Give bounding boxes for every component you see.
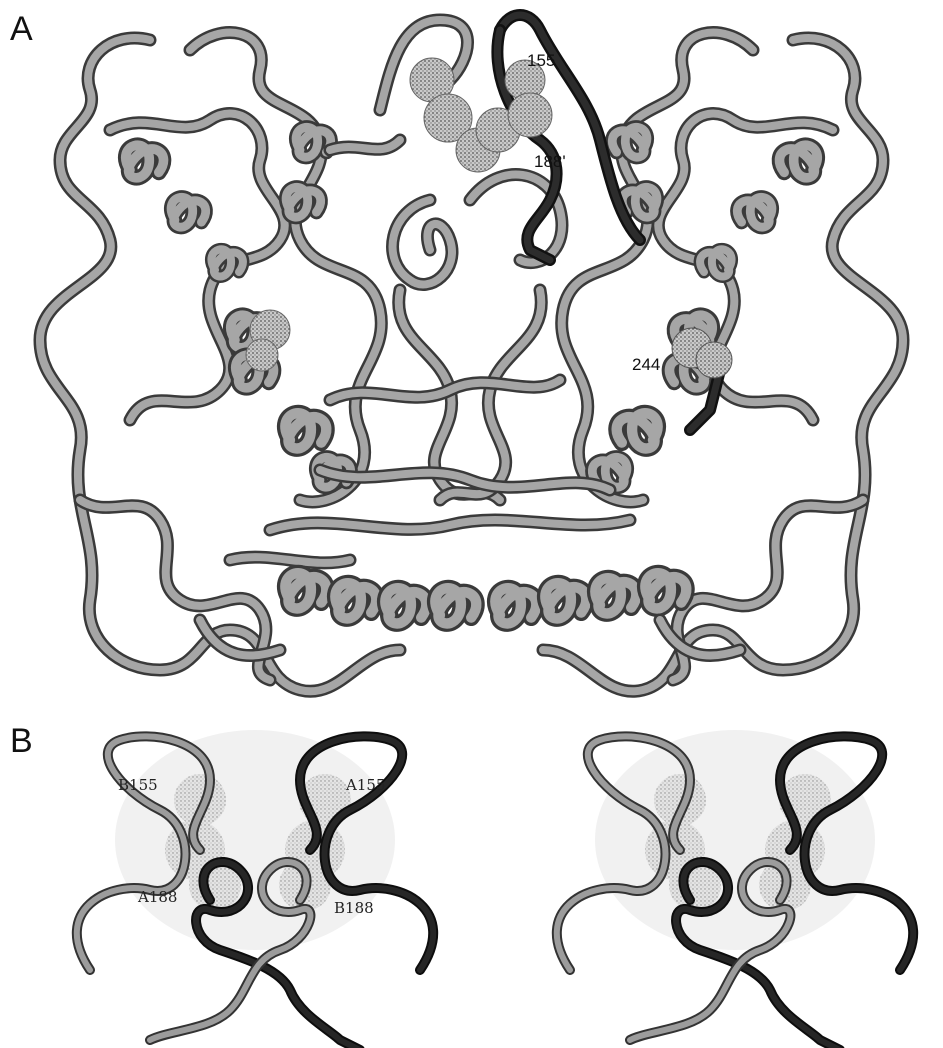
residue-label-a188: A188 [137, 888, 177, 906]
stereo-view-right [557, 730, 913, 1048]
panel-a: A [10, 10, 903, 691]
panel-b: B B155 A155 A188 B188 [10, 722, 913, 1048]
residue-label-b188: B188 [334, 899, 374, 917]
dimer-ribbon-diagram [40, 15, 903, 691]
residue-label-a155: A155 [345, 776, 385, 794]
panel-a-label: A [10, 10, 33, 48]
residue-label-b155: B155 [118, 776, 158, 794]
residue-label-244: 244 [632, 355, 660, 374]
bottom-helix-row [200, 573, 740, 655]
residue-label-155: 155 [527, 51, 555, 70]
panel-b-label: B [10, 722, 33, 760]
residue-label-188-prime: 188' [534, 152, 566, 171]
